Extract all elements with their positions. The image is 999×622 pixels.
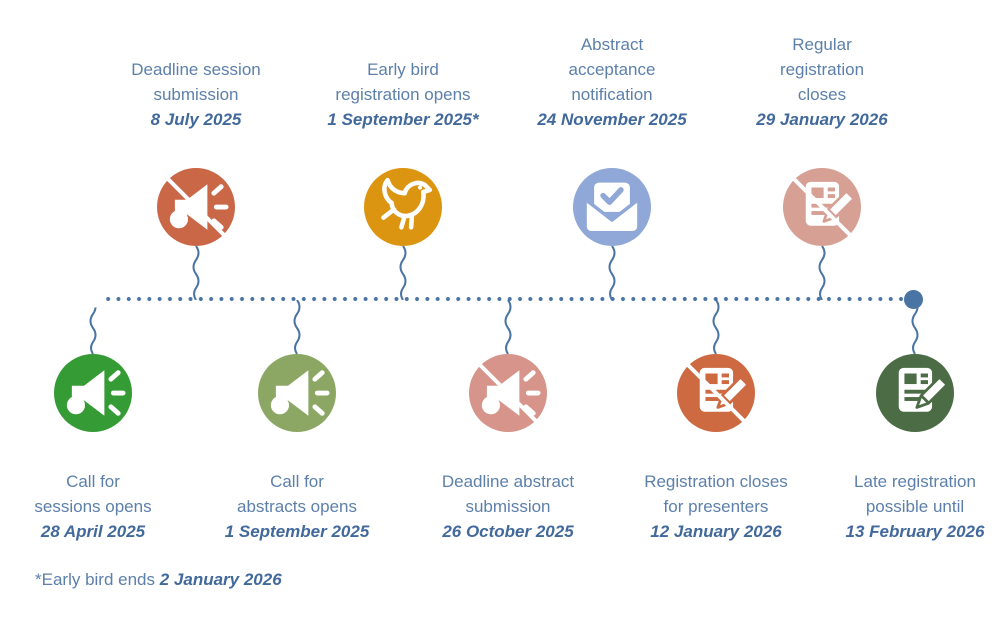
event-title: Regular registration closes bbox=[779, 35, 865, 104]
event-title: Late registration possible until bbox=[854, 472, 976, 516]
connector-squiggle bbox=[89, 300, 97, 354]
inbox-check-icon bbox=[585, 182, 639, 232]
slash-icon bbox=[788, 173, 856, 241]
timeline-end-marker bbox=[904, 290, 923, 309]
timeline-event-regular-registration-closes: Regular registration closes 29 January 2… bbox=[707, 7, 937, 300]
event-date: 24 November 2025 bbox=[537, 110, 687, 129]
footnote: *Early bird ends 2 January 2026 bbox=[35, 570, 282, 590]
slash-icon bbox=[682, 359, 750, 427]
event-title: Deadline abstract submission bbox=[441, 472, 575, 516]
connector-squiggle bbox=[293, 300, 301, 354]
event-badge bbox=[469, 354, 547, 432]
event-label: Late registration possible until 13 Febr… bbox=[846, 444, 985, 569]
slash-icon bbox=[162, 173, 230, 241]
event-label: Regular registration closes 29 January 2… bbox=[756, 7, 887, 157]
timeline-event-call-for-abstracts: Call for abstracts opens 1 September 202… bbox=[182, 300, 412, 569]
event-date: 1 September 2025* bbox=[327, 110, 479, 129]
event-label: Registration closes for presenters 12 Ja… bbox=[644, 444, 788, 569]
event-badge bbox=[573, 168, 651, 246]
megaphone-icon bbox=[169, 184, 229, 230]
event-date: 8 July 2025 bbox=[150, 110, 242, 129]
event-title: Registration closes for presenters bbox=[644, 472, 788, 516]
event-date: 26 October 2025 bbox=[442, 522, 574, 541]
timeline-event-call-for-sessions: Call for sessions opens 28 April 2025 bbox=[0, 300, 208, 569]
event-badge bbox=[157, 168, 235, 246]
timeline-dotted-line bbox=[103, 296, 905, 302]
timeline-event-early-bird: Early bird registration opens 1 Septembe… bbox=[288, 32, 518, 300]
event-badge bbox=[54, 354, 132, 432]
footnote-text: *Early bird ends bbox=[35, 570, 160, 589]
event-label: Deadline abstract submission 26 October … bbox=[442, 444, 574, 569]
event-date: 29 January 2026 bbox=[756, 110, 888, 129]
event-title: Abstract acceptance notification bbox=[568, 35, 656, 104]
event-badge bbox=[783, 168, 861, 246]
event-label: Abstract acceptance notification 24 Nove… bbox=[537, 7, 686, 157]
doc-pencil-icon bbox=[898, 367, 948, 412]
megaphone-icon bbox=[481, 370, 541, 416]
bird-icon bbox=[381, 177, 433, 230]
connector-squiggle bbox=[818, 246, 826, 300]
event-date: 28 April 2025 bbox=[40, 522, 146, 541]
megaphone-icon bbox=[66, 370, 126, 416]
event-badge bbox=[258, 354, 336, 432]
timeline-event-late-registration: Late registration possible until 13 Febr… bbox=[800, 300, 999, 569]
event-date: 12 January 2026 bbox=[650, 522, 782, 541]
event-date: 13 February 2026 bbox=[845, 522, 985, 541]
timeline-event-deadline-abstract: Deadline abstract submission 26 October … bbox=[393, 300, 623, 569]
connector-squiggle bbox=[608, 246, 616, 300]
event-title: Call for abstracts opens bbox=[236, 472, 357, 516]
megaphone-icon bbox=[270, 370, 330, 416]
event-date: 1 September 2025 bbox=[224, 522, 370, 541]
event-title: Early bird registration opens bbox=[335, 60, 471, 104]
event-badge bbox=[876, 354, 954, 432]
event-badge bbox=[364, 168, 442, 246]
timeline-event-deadline-session: Deadline session submission 8 July 2025 bbox=[81, 32, 311, 300]
timeline-event-registration-closes-presenters: Registration closes for presenters 12 Ja… bbox=[601, 300, 831, 569]
slash-icon bbox=[474, 359, 542, 427]
event-label: Early bird registration opens 1 Septembe… bbox=[327, 32, 478, 157]
timeline-event-abstract-acceptance: Abstract acceptance notification 24 Nove… bbox=[497, 7, 727, 300]
event-label: Call for abstracts opens 1 September 202… bbox=[225, 444, 370, 569]
event-title: Call for sessions opens bbox=[34, 472, 152, 516]
connector-squiggle bbox=[192, 246, 200, 300]
connector-squiggle bbox=[399, 246, 407, 300]
timeline-start-marker bbox=[83, 289, 102, 308]
connector-squiggle bbox=[712, 300, 720, 354]
event-label: Deadline session submission 8 July 2025 bbox=[131, 32, 260, 157]
event-title: Deadline session submission bbox=[131, 60, 261, 104]
event-label: Call for sessions opens 28 April 2025 bbox=[34, 444, 151, 569]
connector-squiggle bbox=[504, 300, 512, 354]
event-badge bbox=[677, 354, 755, 432]
footnote-date: 2 January 2026 bbox=[159, 570, 282, 589]
connector-squiggle bbox=[911, 300, 919, 354]
